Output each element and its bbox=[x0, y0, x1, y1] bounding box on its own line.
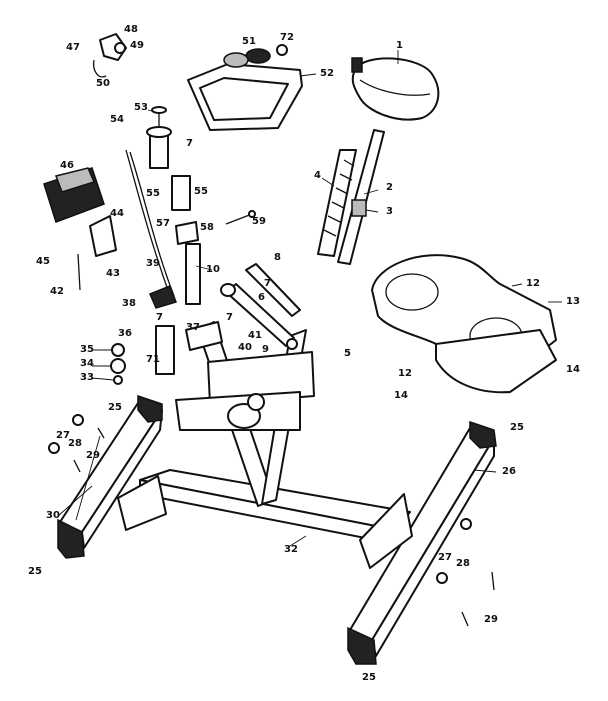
callout-3: 3 bbox=[386, 206, 393, 217]
callout-35: 35 bbox=[80, 344, 94, 355]
callout-28-left: 28 bbox=[68, 438, 82, 449]
callout-48: 48 bbox=[124, 24, 138, 35]
callout-9: 9 bbox=[262, 344, 269, 355]
brake-bracket bbox=[149, 175, 201, 309]
seat-post bbox=[337, 129, 385, 265]
seat-clamp bbox=[146, 106, 172, 169]
callout-6: 6 bbox=[258, 292, 265, 303]
callout-1: 1 bbox=[396, 40, 403, 51]
spring-column bbox=[317, 149, 357, 257]
callout-8: 8 bbox=[274, 252, 281, 263]
callout-29-left: 29 bbox=[86, 450, 100, 461]
rear-stabilizer-tube bbox=[57, 394, 163, 559]
callout-25-topleft: 25 bbox=[108, 402, 122, 413]
callout-47: 47 bbox=[66, 42, 80, 53]
callout-34: 34 bbox=[80, 358, 94, 369]
callout-7-crank: 7 bbox=[264, 278, 271, 289]
callout-46: 46 bbox=[60, 160, 74, 171]
callout-32: 32 bbox=[284, 544, 298, 555]
callout-12-bottom: 12 bbox=[398, 368, 412, 379]
callout-36: 36 bbox=[118, 328, 132, 339]
callout-40: 40 bbox=[238, 342, 252, 353]
callout-12-top: 12 bbox=[526, 278, 540, 289]
callout-59: 59 bbox=[252, 216, 266, 227]
callout-42: 42 bbox=[50, 286, 64, 297]
brake-bolt bbox=[225, 210, 256, 225]
callout-10: 10 bbox=[206, 264, 220, 275]
front-stabilizer-tube bbox=[347, 420, 497, 665]
callout-37: 37 bbox=[186, 322, 200, 333]
callout-54: 54 bbox=[110, 114, 124, 125]
callout-71: 71 bbox=[146, 354, 160, 365]
callout-27-right: 27 bbox=[438, 552, 452, 563]
console-bracket bbox=[77, 215, 117, 291]
handlebar bbox=[187, 44, 303, 131]
callout-43: 43 bbox=[106, 268, 120, 279]
callout-55-upper: 55 bbox=[146, 188, 160, 199]
tension-cable bbox=[125, 149, 175, 297]
washer-set bbox=[110, 325, 175, 385]
callout-7-washer: 7 bbox=[156, 312, 163, 323]
callout-45: 45 bbox=[36, 256, 50, 267]
callout-44: 44 bbox=[110, 208, 124, 219]
callout-7-bolt: 7 bbox=[226, 312, 233, 323]
callout-53: 53 bbox=[134, 102, 148, 113]
callout-27-left: 27 bbox=[56, 430, 70, 441]
leader-lines bbox=[57, 50, 562, 547]
callout-39: 39 bbox=[146, 258, 160, 269]
leveler-hardware-left bbox=[48, 414, 105, 473]
callout-28-right: 28 bbox=[456, 558, 470, 569]
callout-14-right: 14 bbox=[566, 364, 580, 375]
leveler-hardware-right bbox=[436, 518, 495, 627]
main-upright-frame bbox=[175, 321, 315, 507]
callout-2: 2 bbox=[386, 182, 393, 193]
callout-30: 30 bbox=[46, 510, 60, 521]
callout-14-bottom: 14 bbox=[394, 390, 408, 401]
callout-52: 52 bbox=[320, 68, 334, 79]
callout-7-seat: 7 bbox=[186, 138, 193, 149]
callout-26: 26 bbox=[502, 466, 516, 477]
callout-25-bottomright: 25 bbox=[362, 672, 376, 683]
callout-49: 49 bbox=[130, 40, 144, 51]
callout-5: 5 bbox=[344, 348, 351, 359]
chain-guard bbox=[371, 254, 557, 394]
callout-51: 51 bbox=[242, 36, 256, 47]
callout-4: 4 bbox=[314, 170, 321, 181]
callout-57: 57 bbox=[156, 218, 170, 229]
tension-knob bbox=[92, 33, 127, 78]
callout-25-bottomleft: 25 bbox=[28, 566, 42, 577]
callout-58: 58 bbox=[200, 222, 214, 233]
callout-50: 50 bbox=[96, 78, 110, 89]
callout-55-right: 55 bbox=[194, 186, 208, 197]
callout-38: 38 bbox=[122, 298, 136, 309]
speedometer-console bbox=[43, 167, 105, 223]
callout-13: 13 bbox=[566, 296, 580, 307]
seat-assembly bbox=[351, 57, 440, 121]
callout-29-right: 29 bbox=[484, 614, 498, 625]
callout-72: 72 bbox=[280, 32, 294, 43]
pedal-crank bbox=[220, 263, 301, 350]
callout-33: 33 bbox=[80, 372, 94, 383]
callout-25-topright: 25 bbox=[510, 422, 524, 433]
callout-41: 41 bbox=[248, 330, 262, 341]
